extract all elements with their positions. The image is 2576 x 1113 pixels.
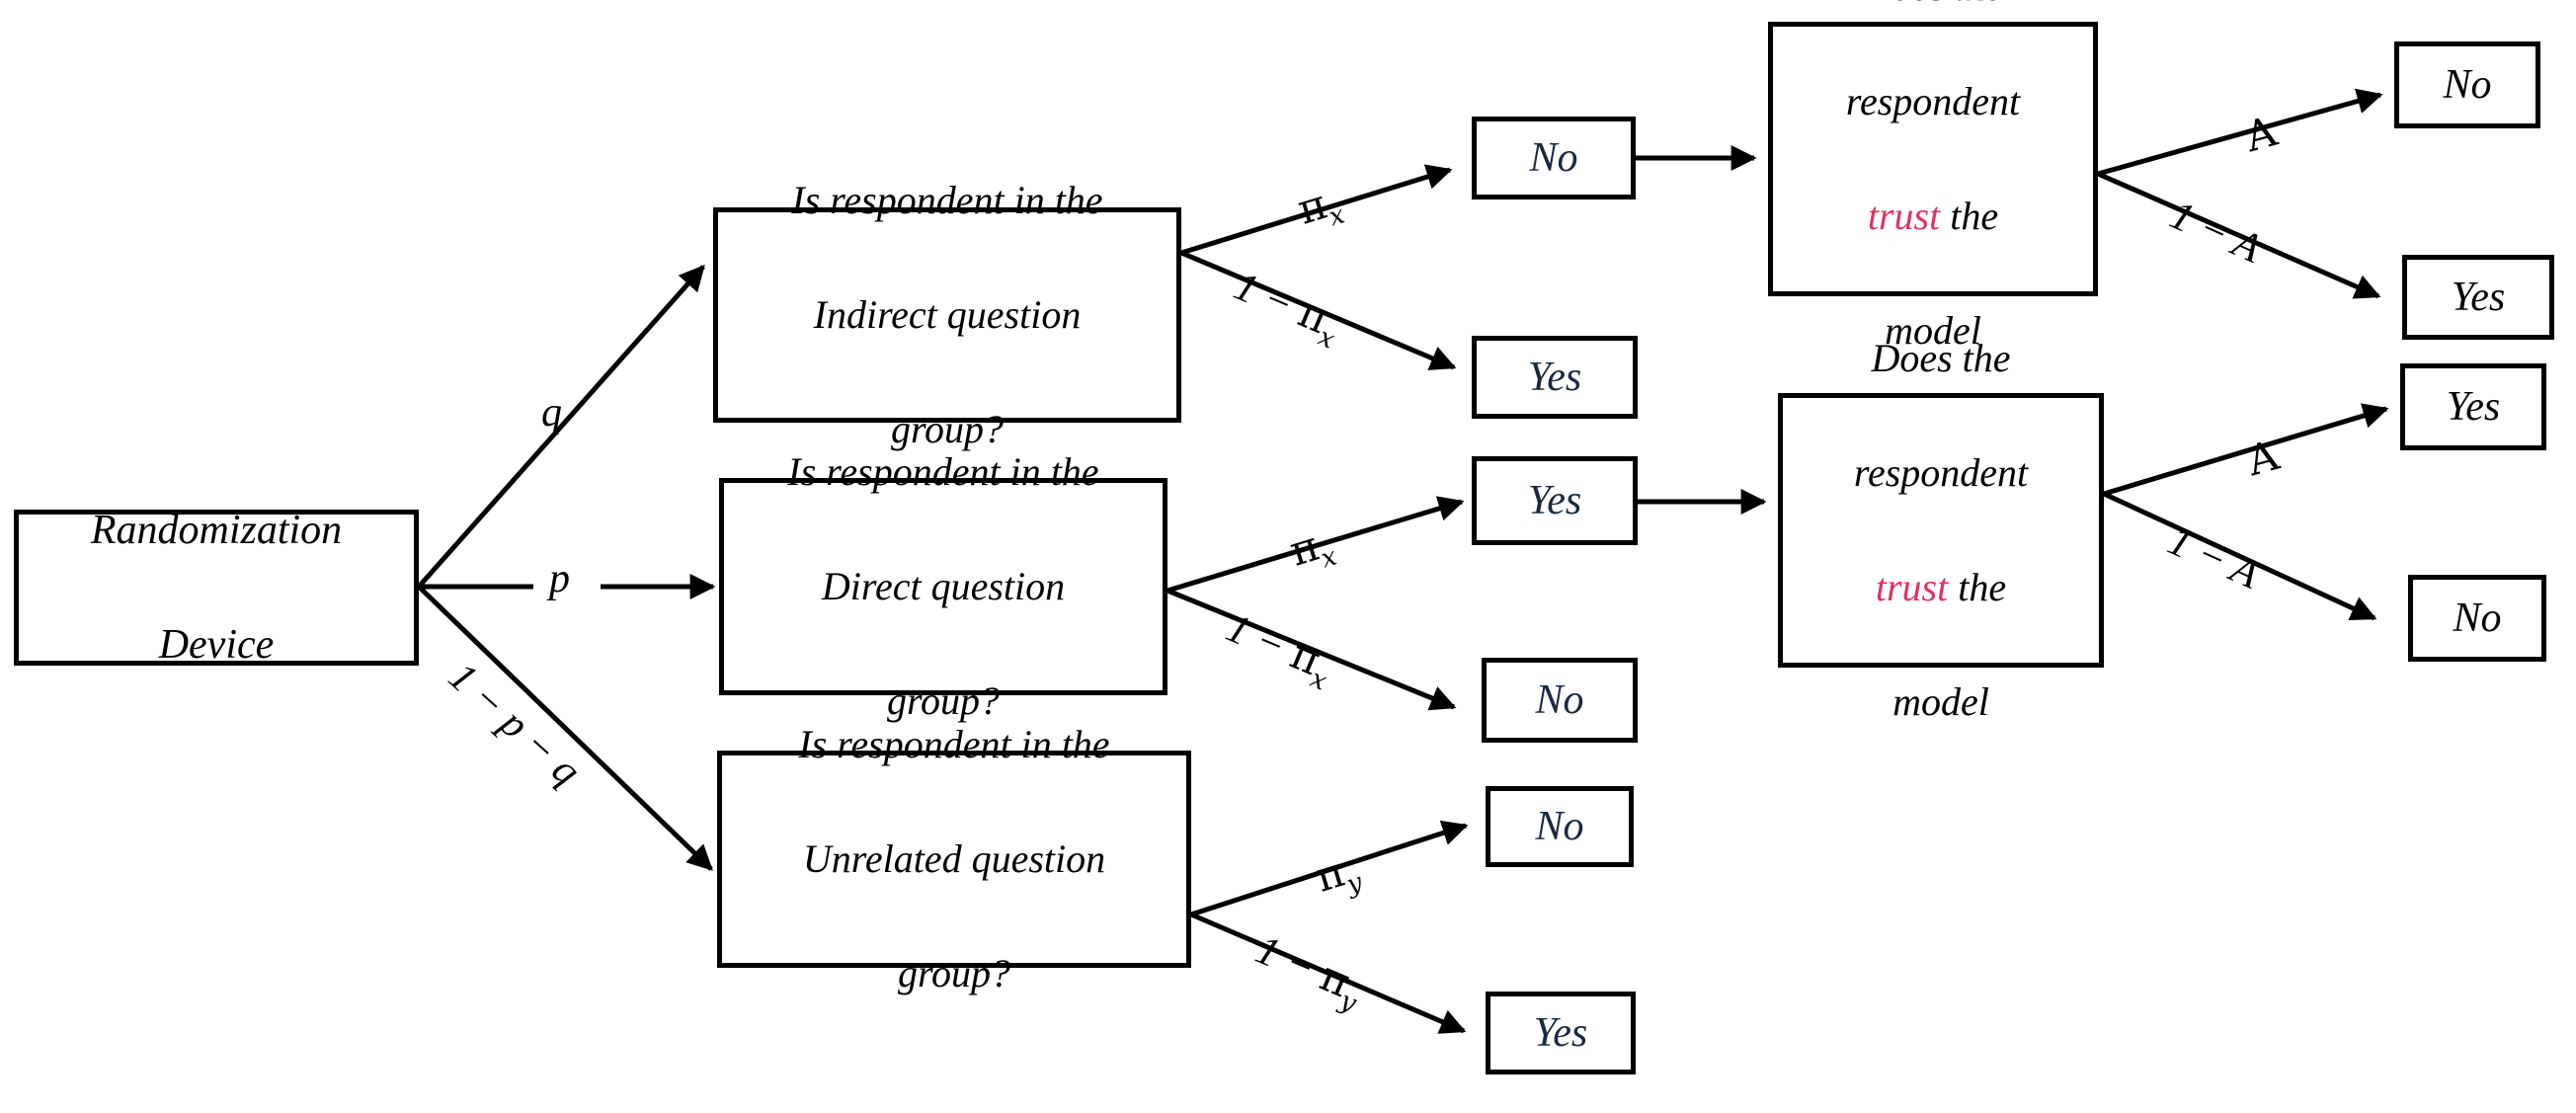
device-line2: Device bbox=[158, 622, 275, 668]
answer-text: No bbox=[2453, 595, 2502, 641]
direct-question-box: Is respondent in the Direct question gro… bbox=[719, 449, 1167, 723]
trust2-word: trust bbox=[1875, 565, 1949, 609]
answer-text: No bbox=[1535, 676, 1584, 723]
answer-text: Yes bbox=[2446, 383, 2501, 430]
answer-text: No bbox=[1535, 803, 1584, 849]
arrow-indirect-pi bbox=[1180, 164, 1453, 256]
unrelated-line1: Is respondent in the bbox=[798, 722, 1110, 766]
answer-text: No bbox=[1529, 134, 1578, 181]
trust1-line4: model bbox=[1885, 308, 1981, 353]
device-line1: Randomization bbox=[90, 508, 343, 553]
indirect-line3: group? bbox=[890, 407, 1005, 451]
arrow-direct-pi bbox=[1167, 496, 1465, 594]
answer-text: No bbox=[2443, 61, 2492, 108]
direct-line2: Direct question bbox=[821, 564, 1066, 608]
trust2-line4: model bbox=[1892, 679, 1989, 724]
direct-line3: group? bbox=[886, 678, 1001, 723]
answer-no-direct: No bbox=[1482, 658, 1638, 743]
randomization-device-box: Randomization Device bbox=[14, 508, 419, 668]
answer-text: Yes bbox=[1527, 477, 1582, 523]
trust1-line1: Does the bbox=[1863, 0, 2002, 9]
direct-line1: Is respondent in the bbox=[787, 449, 1099, 494]
answer-yes-trust-top: Yes bbox=[2402, 255, 2554, 340]
answer-no-indirect: No bbox=[1472, 117, 1636, 199]
label-q: q bbox=[541, 387, 562, 437]
unrelated-line3: group? bbox=[897, 951, 1011, 995]
arrow-direct-1pi bbox=[1167, 588, 1457, 711]
arrow-unrelated-pi bbox=[1190, 820, 1469, 917]
arrow-q bbox=[417, 265, 705, 589]
answer-text: Yes bbox=[1527, 354, 1582, 400]
answer-yes-unrelated: Yes bbox=[1486, 992, 1636, 1074]
arrow-trust1-1A bbox=[2096, 171, 2381, 299]
arrow-trust2-A bbox=[2103, 403, 2389, 497]
arrow-trust1-A bbox=[2097, 88, 2383, 177]
answer-no-trust-bottom: No bbox=[2408, 575, 2546, 662]
answer-no-trust-top: No bbox=[2394, 41, 2540, 128]
trust2-line1: Does the bbox=[1871, 336, 2011, 380]
trust2-after: the bbox=[1958, 565, 2007, 609]
indirect-line2: Indirect question bbox=[813, 292, 1082, 337]
trust1-word: trust bbox=[1867, 194, 1941, 238]
answer-yes-direct: Yes bbox=[1472, 456, 1638, 545]
arrow-trust2-1A bbox=[2102, 491, 2377, 621]
label-p: p bbox=[549, 553, 570, 602]
unrelated-question-box: Is respondent in the Unrelated question … bbox=[717, 722, 1191, 995]
answer-text: Yes bbox=[2451, 274, 2506, 320]
indirect-line1: Is respondent in the bbox=[791, 178, 1103, 222]
trust1-after: the bbox=[1950, 194, 1999, 238]
trust-box-top: Does the respondent trust the model bbox=[1768, 0, 2098, 353]
trust-box-bottom: Does the respondent trust the model bbox=[1778, 336, 2104, 724]
answer-text: Yes bbox=[1533, 1009, 1588, 1056]
trust1-line2: respondent bbox=[1845, 79, 2021, 123]
answer-yes-trust-bottom: Yes bbox=[2400, 363, 2546, 450]
label-p-text: p bbox=[549, 556, 570, 601]
answer-yes-indirect: Yes bbox=[1472, 336, 1638, 419]
indirect-question-box: Is respondent in the Indirect question g… bbox=[713, 178, 1181, 451]
trust2-line2: respondent bbox=[1853, 450, 2029, 495]
arrow-unrelated-1pi bbox=[1190, 912, 1467, 1034]
arrow-1pq bbox=[417, 585, 713, 871]
label-q-text: q bbox=[541, 390, 562, 436]
unrelated-line2: Unrelated question bbox=[802, 836, 1106, 881]
arrow-indirect-1pi bbox=[1180, 250, 1457, 370]
answer-no-unrelated: No bbox=[1486, 786, 1634, 867]
